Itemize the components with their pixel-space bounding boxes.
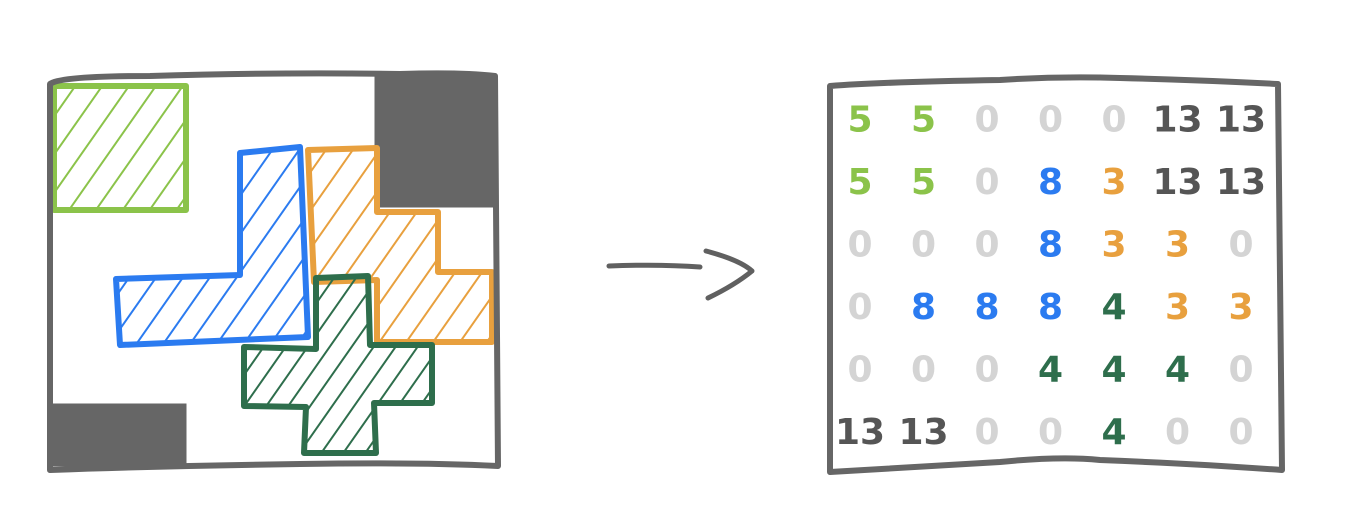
grid-cell-value: 8: [1038, 162, 1063, 203]
grid-cell-value: 0: [1038, 100, 1063, 141]
grid-cell-value: 0: [1101, 100, 1126, 141]
grid-cell-value: 13: [1216, 162, 1266, 203]
grid-cell-value: 0: [911, 350, 936, 391]
grid-cell-value: 5: [847, 162, 872, 203]
grid-cell-value: 0: [847, 350, 872, 391]
grid-cell-value: 4: [1165, 350, 1190, 391]
grid-cell-value: 3: [1101, 225, 1126, 266]
grid-cell-value: 0: [974, 225, 999, 266]
grid-cell-value: 4: [1101, 350, 1126, 391]
grid-cell-value: 0: [974, 412, 999, 453]
grid-cell-value: 5: [847, 100, 872, 141]
grid-cell-value: 8: [911, 287, 936, 328]
grid-cell-value: 13: [1216, 100, 1266, 141]
grid-cell-value: 3: [1165, 287, 1190, 328]
green-square-shape: [51, 83, 189, 213]
grid-cell-value: 4: [1101, 412, 1126, 453]
grid-cell-value: 0: [1228, 350, 1253, 391]
grid-cell-value: 0: [1228, 412, 1253, 453]
grid-cell-value: 13: [898, 412, 948, 453]
dark-green-plus-shape: [241, 273, 435, 456]
grid-cell-value: 0: [1165, 412, 1190, 453]
obstacle-bottom-left: [49, 403, 187, 467]
grid-cell-value: 5: [911, 100, 936, 141]
grid-cell-value: 8: [1038, 287, 1063, 328]
grid-cell-value: 3: [1165, 225, 1190, 266]
grid-cell-value: 8: [1038, 225, 1063, 266]
grid-cell-value: 0: [974, 350, 999, 391]
grid-cell-value: 4: [1038, 350, 1063, 391]
grid-cell-value: 13: [1152, 100, 1202, 141]
grid-cell-value: 4: [1101, 287, 1126, 328]
grid-cell-value: 0: [847, 225, 872, 266]
blue-l-shape: [113, 144, 311, 348]
obstacle-top-right: [374, 75, 498, 208]
arrow-right-icon: [606, 248, 755, 301]
grid-cell-value: 0: [1038, 412, 1063, 453]
left-grid-border: [47, 70, 501, 473]
grid-cell-value: 0: [974, 100, 999, 141]
grid-cell-value: 0: [911, 225, 936, 266]
grid-cell-value: 13: [1152, 162, 1202, 203]
grid-cell-value: 0: [974, 162, 999, 203]
grid-cell-value: 0: [847, 287, 872, 328]
grid-cell-value: 13: [835, 412, 885, 453]
right-grid-border: [827, 74, 1285, 475]
grid-cell-value: 0: [1228, 225, 1253, 266]
grid-cell-value: 5: [911, 162, 936, 203]
grid-cell-value: 3: [1228, 287, 1253, 328]
left-grid: [47, 70, 501, 473]
grid-cell-value: 8: [974, 287, 999, 328]
grid-cell-value: 3: [1101, 162, 1126, 203]
